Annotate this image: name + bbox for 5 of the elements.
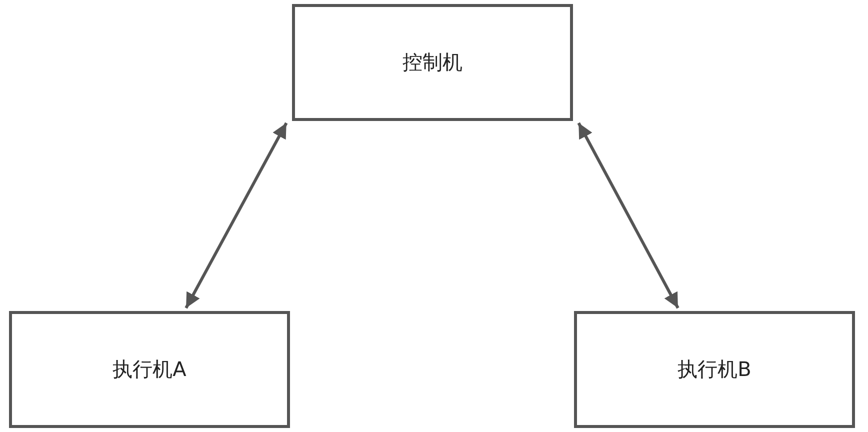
process-box: 执行机A: [9, 311, 290, 428]
process-box: 控制机: [292, 4, 573, 121]
double-arrow: [184, 122, 288, 309]
process-box: 执行机B: [574, 311, 855, 428]
double-arrow: [577, 122, 680, 309]
